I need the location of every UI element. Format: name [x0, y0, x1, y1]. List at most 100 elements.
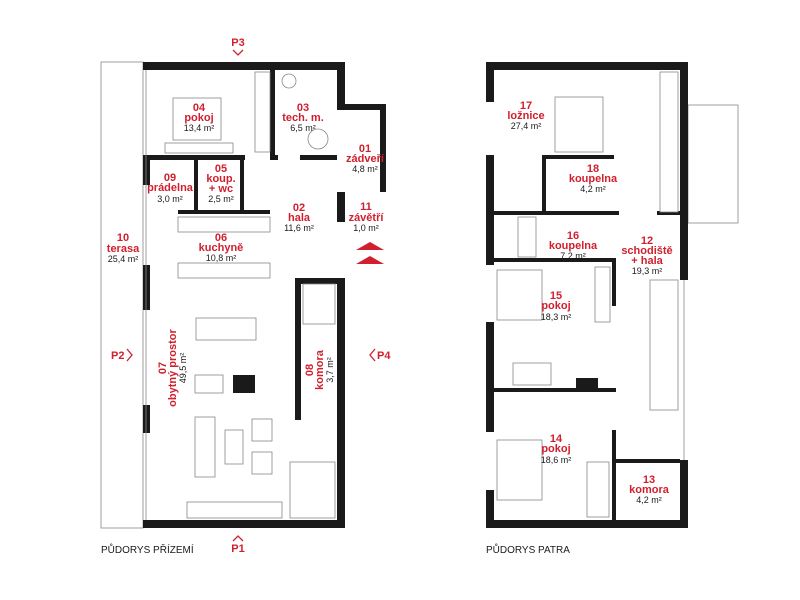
room-09: 09 prádelna 3,0 m²	[147, 172, 194, 204]
wall	[143, 62, 149, 70]
wardrobe	[594, 266, 611, 323]
room-area: 3,0 m²	[157, 194, 183, 204]
tv-unit	[186, 501, 283, 519]
wall	[542, 155, 614, 159]
room-08: 08 komora 3,7 m²	[304, 349, 335, 390]
wall	[612, 430, 616, 520]
wall	[657, 211, 680, 215]
upper-floor-plan: 17 ložnice 27,4 m² 18 koupelna 4,2 m² 16…	[486, 62, 739, 556]
armchair	[251, 418, 273, 442]
wall	[337, 192, 345, 222]
wall	[143, 62, 345, 70]
balcony-outline	[687, 104, 739, 224]
bathtub	[517, 216, 537, 258]
room-area: 6,5 m²	[290, 123, 316, 133]
wall	[486, 62, 688, 70]
room-02: 02 hala 11,6 m²	[284, 202, 314, 233]
wall	[295, 278, 337, 284]
room-17: 17 ložnice 27,4 m²	[507, 100, 544, 131]
armchair	[251, 451, 273, 475]
bed	[586, 461, 610, 518]
wall	[542, 155, 546, 213]
room-number: 18	[587, 163, 599, 175]
room-13: 13 komora 4,2 m²	[629, 474, 670, 505]
wall	[337, 104, 385, 110]
section-mark-p4: P4	[377, 350, 391, 362]
room-number: 08	[304, 364, 316, 376]
kitchen-island	[177, 262, 271, 279]
room-12: 12 schodiště + hala 19,3 m²	[621, 235, 672, 276]
ground-floor-plan: 01 zádveří 4,8 m² 02 hala 11,6 m² 03 tec…	[100, 37, 391, 556]
room-name: kuchyně	[199, 242, 244, 254]
stairs	[649, 279, 679, 411]
room-name: + wc	[209, 183, 233, 195]
entrance-arrow-icon	[356, 256, 384, 264]
room-area: 4,8 m²	[352, 164, 378, 174]
wall	[300, 155, 337, 160]
kitchen-counter	[177, 216, 271, 233]
section-mark-p2: P2	[111, 350, 124, 362]
wall	[494, 258, 614, 262]
stove	[576, 378, 598, 388]
room-01: 01 zádveří 4,8 m²	[346, 143, 385, 174]
room-number: 12	[641, 235, 653, 247]
bed	[172, 97, 222, 141]
wall	[178, 210, 270, 214]
coffee-table	[224, 429, 244, 465]
ground-floor-caption: PŮDORYS PŘÍZEMÍ	[101, 543, 194, 556]
room-number: 03	[297, 102, 309, 114]
room-03: 03 tech. m. 6,5 m²	[282, 102, 324, 133]
room-area: 10,8 m²	[206, 253, 237, 263]
wall	[270, 70, 275, 158]
room-name: obytný prostor	[167, 328, 179, 406]
chevron-right-icon	[126, 348, 133, 362]
wardrobe	[254, 71, 271, 153]
room-name: komora	[629, 484, 670, 496]
armchair	[194, 374, 224, 394]
chevron-down-icon	[232, 49, 244, 56]
desk	[496, 439, 543, 501]
room-name: závětří	[349, 212, 385, 224]
dining-table	[195, 317, 257, 341]
room-number: 01	[359, 143, 371, 155]
room-area: 49,5 m²	[178, 353, 188, 384]
entrance-arrow-icon	[356, 242, 384, 250]
bed	[512, 362, 552, 386]
room-area: 7,2 m²	[560, 251, 586, 261]
wall	[486, 62, 494, 102]
wall	[612, 459, 680, 463]
wall	[143, 405, 150, 433]
section-mark-p1: P1	[231, 543, 244, 555]
room-05: 05 koup. + wc 2,5 m²	[206, 163, 235, 204]
room-area: 25,4 m²	[108, 254, 139, 264]
desk	[496, 269, 543, 321]
room-number: 16	[567, 230, 579, 242]
room-name: koupelna	[549, 240, 598, 252]
wall	[194, 160, 198, 212]
room-number: 13	[643, 474, 655, 486]
wall	[240, 160, 244, 212]
room-number: 11	[360, 201, 372, 213]
room-number: 17	[520, 100, 532, 112]
room-area: 2,5 m²	[208, 194, 234, 204]
upper-floor-caption: PŮDORYS PATRA	[486, 543, 570, 556]
room-11: 11 závětří 1,0 m²	[349, 201, 385, 233]
room-07: 07 obytný prostor 49,5 m²	[157, 328, 188, 406]
room-area: 27,4 m²	[511, 121, 542, 131]
wall	[143, 520, 345, 528]
wardrobe	[659, 71, 679, 213]
room-area: 13,4 m²	[184, 123, 215, 133]
wall	[486, 155, 494, 265]
bed	[554, 96, 604, 153]
room-name: + hala	[631, 255, 663, 267]
boiler	[281, 73, 297, 89]
room-number: 06	[215, 232, 227, 244]
tank	[307, 128, 329, 150]
room-number: 10	[117, 232, 129, 244]
desk	[289, 461, 336, 519]
room-name: pokoj	[541, 443, 570, 455]
room-name: pokoj	[541, 300, 570, 312]
room-15: 15 pokoj 18,3 m²	[541, 290, 572, 322]
wall	[150, 155, 245, 160]
